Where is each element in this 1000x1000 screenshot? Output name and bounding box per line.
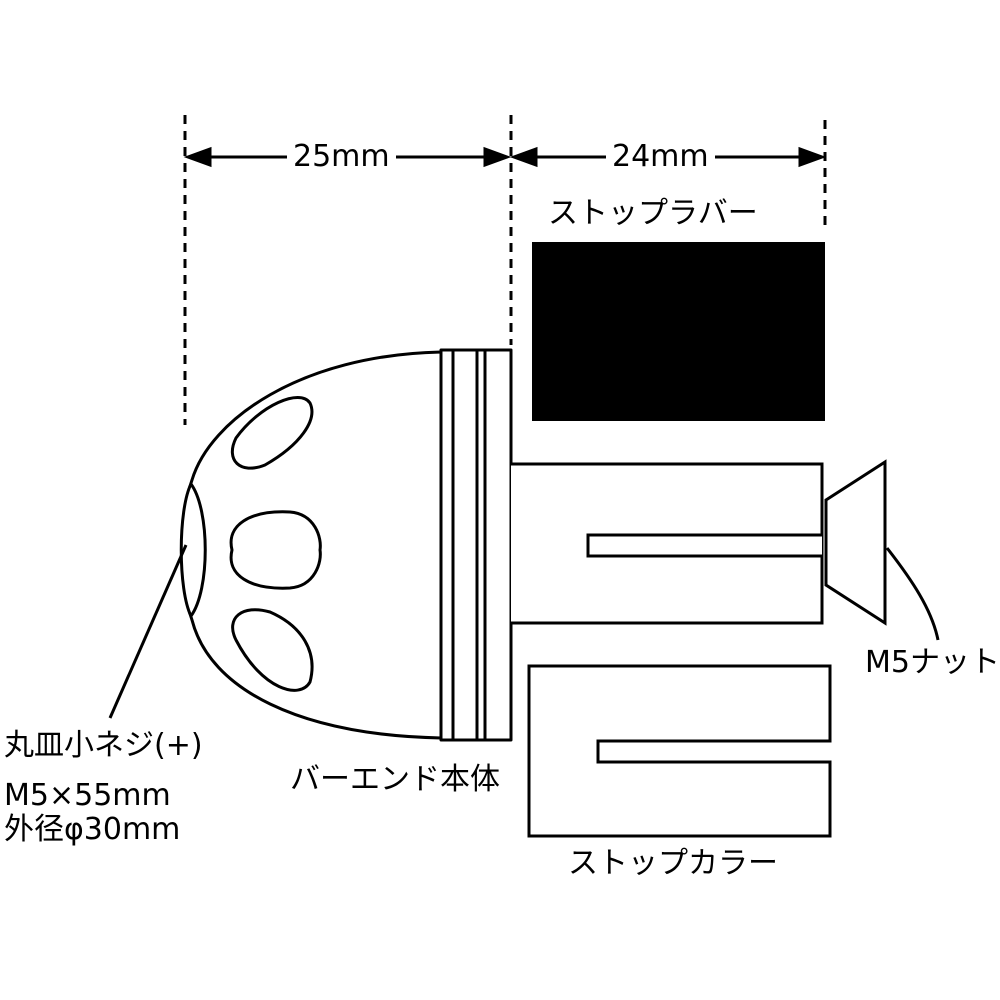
stop-collar-label: ストップカラー — [568, 846, 778, 881]
m5-nut-label: M5ナット — [865, 645, 1000, 680]
screw-label-name: 丸皿小ネジ(+) — [4, 728, 203, 763]
dimension-label-24mm: 24mm — [606, 139, 715, 175]
arrowhead-right-start — [509, 146, 538, 168]
dome-hole-top — [230, 396, 314, 470]
bar-end-body-label: バーエンド本体 — [290, 762, 500, 797]
shaft-slot — [586, 533, 822, 558]
screw-head — [179, 482, 207, 618]
arrowhead-left-end — [483, 146, 512, 168]
screw-label-size: M5×55mm — [4, 778, 171, 813]
dimension-arrows — [183, 146, 827, 168]
stop-collar — [527, 664, 832, 838]
bar-end-ring-1 — [439, 348, 455, 742]
m5-nut-leader — [885, 547, 940, 641]
bar-end-ring-2 — [451, 348, 479, 742]
bar-end-body — [179, 348, 513, 742]
screw-leader — [108, 544, 188, 719]
screw-label-diameter: 外径φ30mm — [4, 812, 181, 847]
extension-lines — [183, 115, 827, 425]
bar-end-ring-4 — [483, 348, 513, 742]
m5-nut — [824, 459, 887, 626]
expander-shaft — [511, 462, 824, 625]
arrowhead-left-start — [183, 146, 212, 168]
stop-rubber — [532, 242, 825, 421]
arrowhead-right-end — [798, 146, 827, 168]
dimension-label-25mm: 25mm — [287, 139, 396, 175]
dome-hole-bottom — [231, 608, 314, 692]
dome-hole-middle — [229, 510, 322, 590]
stop-rubber-label: ストップラバー — [548, 196, 758, 231]
